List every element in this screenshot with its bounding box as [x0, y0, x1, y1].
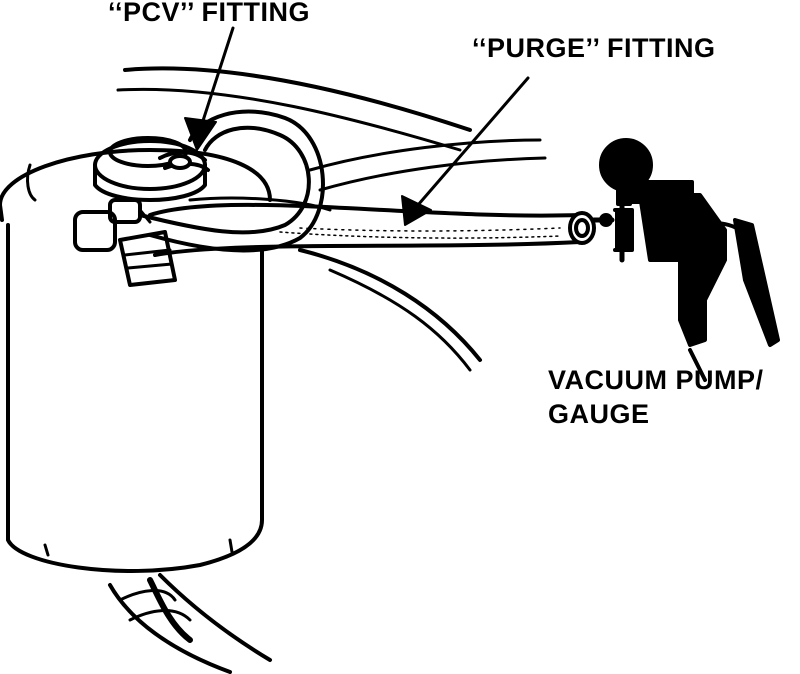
pcv-fitting [93, 136, 210, 202]
purge-hose [148, 196, 596, 257]
background-hoses [116, 66, 547, 372]
bottom-hose [108, 573, 272, 674]
leader-arrows [184, 26, 530, 226]
vacuum-pump-label-line2: GAUGE [548, 399, 650, 429]
vacuum-pump-gauge [591, 138, 780, 382]
vacuum-pump-label-line1: VACUUM PUMP/ [548, 365, 764, 395]
pcv-fitting-label: ‘‘PCV’’ FITTING [108, 0, 311, 27]
pcv-hose-loop [138, 109, 325, 253]
purge-fitting-label: ‘‘PURGE’’ FITTING [472, 33, 716, 63]
charcoal-canister [0, 148, 272, 573]
